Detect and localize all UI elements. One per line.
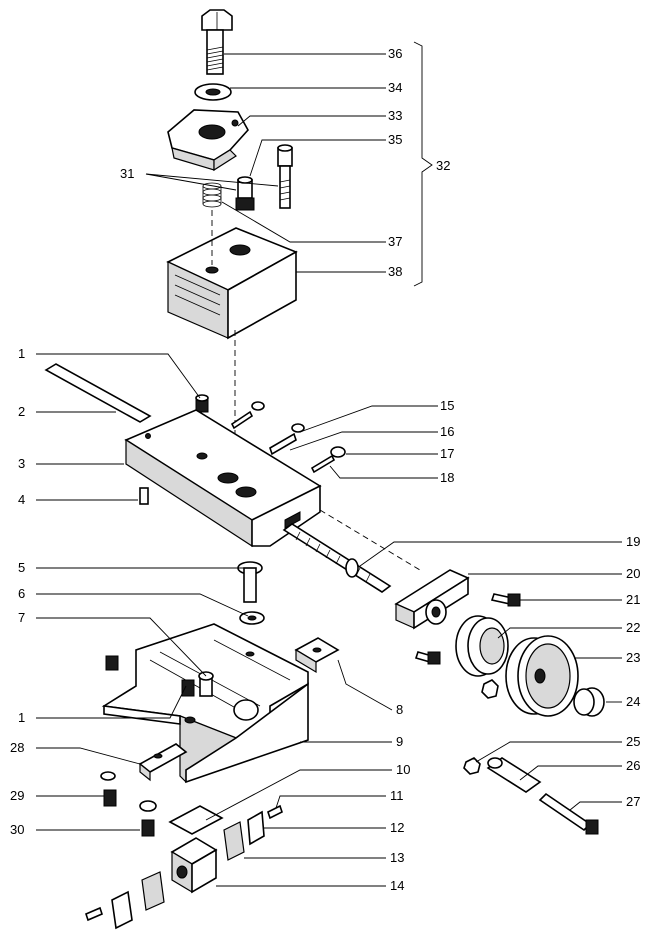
label-27: 27	[626, 794, 640, 809]
label-1-lower: 1	[18, 710, 25, 725]
part-33-clamp	[167, 109, 249, 172]
part-27-handle-screw	[538, 792, 599, 835]
label-7: 7	[18, 610, 25, 625]
part-14-block	[170, 837, 218, 894]
label-6: 6	[18, 586, 25, 601]
label-12: 12	[390, 820, 404, 835]
part-22-dial	[455, 615, 509, 677]
label-33: 33	[388, 108, 402, 123]
label-17: 17	[440, 446, 454, 461]
part-28-gib-block	[138, 743, 188, 782]
label-15: 15	[440, 398, 454, 413]
label-31: 31	[120, 166, 134, 181]
label-26: 26	[626, 758, 640, 773]
part-30-washer	[139, 800, 157, 837]
part-8-block	[294, 637, 340, 674]
part-2-gib	[44, 363, 152, 423]
part-29-screw-washer	[100, 771, 117, 807]
label-22: 22	[626, 620, 640, 635]
label-34: 34	[388, 80, 402, 95]
label-35: 35	[388, 132, 402, 147]
part-10-shim	[168, 805, 224, 835]
label-11: 11	[390, 788, 404, 803]
part-9-compound-base	[101, 623, 309, 784]
label-29: 29	[10, 788, 24, 803]
label-9: 9	[396, 734, 403, 749]
label-37: 37	[388, 234, 402, 249]
part-35-socket-screw	[277, 144, 293, 209]
part-15-16-17-18-small-screws	[230, 401, 346, 474]
part-4-pin	[139, 487, 149, 505]
label-14: 14	[390, 878, 404, 893]
part-38-tool-block	[166, 227, 298, 340]
label-2: 2	[18, 404, 25, 419]
part-13-plate	[223, 821, 245, 861]
label-23: 23	[626, 650, 640, 665]
label-30: 30	[10, 822, 24, 837]
label-1-top: 1	[18, 346, 25, 361]
part-25-nut	[463, 757, 481, 775]
label-36: 36	[388, 46, 402, 61]
part-23-small-nut	[481, 679, 499, 699]
part-1-set-screw	[195, 394, 209, 413]
label-21: 21	[626, 592, 640, 607]
label-32: 32	[436, 158, 450, 173]
part-26-handle	[486, 757, 542, 793]
part-20-screw	[414, 651, 441, 665]
part-labels: 36 34 33 35 32 31 37 38 1 2 3 4 15 16 17…	[10, 46, 640, 893]
label-3: 3	[18, 456, 25, 471]
part-20-bearing-bracket	[394, 569, 470, 630]
part-36-bolt	[201, 9, 233, 75]
label-10: 10	[396, 762, 410, 777]
label-5: 5	[18, 560, 25, 575]
part-14-side-plates	[85, 871, 165, 930]
label-25: 25	[626, 734, 640, 749]
label-13: 13	[390, 850, 404, 865]
part-19-feed-screw	[282, 523, 392, 593]
part-1-set-screw-lower	[181, 679, 195, 697]
part-1-set-screw-side	[105, 655, 119, 671]
label-8: 8	[396, 702, 403, 717]
part-23-handwheel	[505, 635, 579, 717]
label-20: 20	[626, 566, 640, 581]
part-21-screw	[490, 593, 521, 607]
label-24: 24	[626, 694, 640, 709]
label-28: 28	[10, 740, 24, 755]
part-11-screw	[267, 804, 283, 820]
part-31-set-screw	[235, 176, 255, 211]
label-19: 19	[626, 534, 640, 549]
part-12-plate	[247, 810, 265, 846]
label-38: 38	[388, 264, 402, 279]
part-5-bolt	[237, 561, 263, 603]
label-4: 4	[18, 492, 25, 507]
label-18: 18	[440, 470, 454, 485]
label-16: 16	[440, 424, 454, 439]
part-24-nut	[573, 687, 605, 717]
part-3-top-slide	[124, 409, 322, 548]
part-34-washer	[194, 83, 232, 101]
part-37-spring	[202, 182, 222, 208]
leader-lines	[36, 53, 622, 887]
